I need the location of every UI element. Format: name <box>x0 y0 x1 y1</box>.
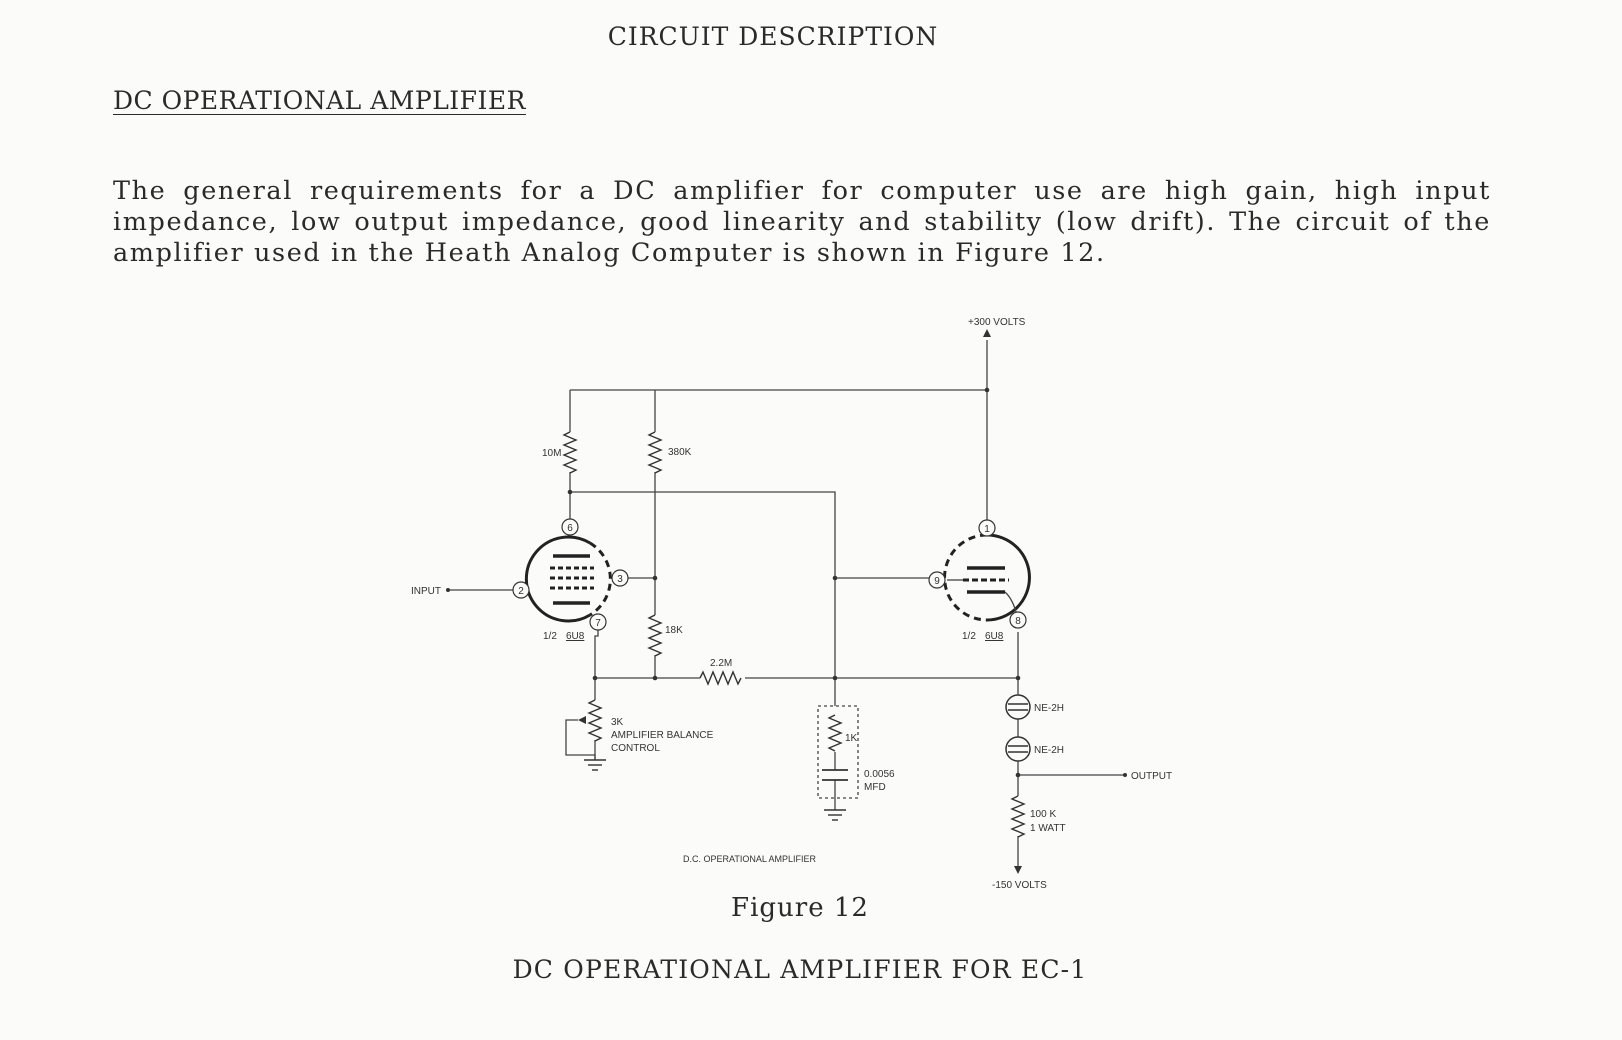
resistor-10m-symbol <box>562 431 578 474</box>
pin-7-label: 7 <box>595 618 601 629</box>
input-terminal <box>446 588 450 592</box>
pin-1-label: 1 <box>984 524 990 535</box>
schematic-title: D.C. OPERATIONAL AMPLIFIER <box>683 854 817 864</box>
wire-wiper <box>565 719 596 760</box>
resistor-380k-label: 380K <box>668 447 692 458</box>
arrow-down-icon <box>1014 866 1022 874</box>
resistor-22m-label: 2.2M <box>710 658 732 669</box>
arrow-up-icon <box>983 329 991 337</box>
figure-label: Figure 12 <box>731 893 869 923</box>
pin-3-label: 3 <box>617 574 623 585</box>
capacitor <box>822 769 848 781</box>
resistor-100k-symbol <box>1010 795 1026 838</box>
balance-control-line1: AMPLIFIER BALANCE <box>611 730 714 741</box>
component-labels: +300 VOLTS INPUT 10M 380K 18K 2.2M 1/2 6… <box>411 317 1172 891</box>
neon-2-label: NE-2H <box>1034 745 1064 756</box>
resistor-1k-symbol <box>827 714 843 752</box>
resistor-22m-symbol <box>699 670 742 686</box>
tube-right-type: 6U8 <box>985 631 1004 642</box>
resistors <box>562 431 1026 838</box>
wire-cathode <box>594 630 599 678</box>
pin-6-label: 6 <box>567 523 573 534</box>
neon-lamps <box>1005 694 1031 762</box>
balance-wiper-arrow <box>578 716 586 724</box>
tube-left-prefix: 1/2 <box>543 631 557 642</box>
resistor-1k-label: 1K <box>845 733 858 744</box>
input-label: INPUT <box>411 586 441 597</box>
pin-2-label: 2 <box>518 586 524 597</box>
figure-caption: DC OPERATIONAL AMPLIFIER FOR EC-1 <box>512 955 1088 984</box>
output-terminal <box>1123 773 1127 777</box>
resistor-18k-symbol <box>647 614 663 657</box>
tube-right <box>943 533 1031 622</box>
pin-9-label: 9 <box>934 576 940 587</box>
capacitor-label-line1: 0.0056 <box>864 769 895 780</box>
tube-right-prefix: 1/2 <box>962 631 976 642</box>
intro-paragraph: The general requirements for a DC amplif… <box>113 176 1491 268</box>
resistor-10m-label: 10M <box>542 448 561 459</box>
resistor-380k-symbol <box>647 431 663 474</box>
tube-left-type: 6U8 <box>566 631 585 642</box>
ground-symbols <box>584 759 846 821</box>
page-heading: CIRCUIT DESCRIPTION <box>607 22 939 51</box>
resistor-3k-label: 3K <box>611 717 624 728</box>
pin-labels: 6 2 3 7 1 9 8 <box>518 523 1021 629</box>
output-label: OUTPUT <box>1131 771 1172 782</box>
pin-8-label: 8 <box>1015 616 1021 627</box>
wire-rc-box <box>817 705 859 799</box>
supply-negative-label: -150 VOLTS <box>992 880 1047 891</box>
wires <box>448 340 1125 870</box>
tube-left <box>524 535 612 623</box>
resistor-100k-label: 100 K <box>1030 809 1056 820</box>
balance-control-line2: CONTROL <box>611 743 660 754</box>
junction-dots <box>567 387 1021 778</box>
resistor-3k-symbol <box>587 699 603 742</box>
pin-markers <box>512 518 1027 631</box>
wire-plate-link <box>570 491 933 579</box>
supply-positive-label: +300 VOLTS <box>968 317 1026 328</box>
capacitor-label-line2: MFD <box>864 782 886 793</box>
resistor-100k-rating: 1 WATT <box>1030 823 1066 834</box>
resistor-18k-label: 18K <box>665 625 683 636</box>
section-heading: DC OPERATIONAL AMPLIFIER <box>113 86 526 115</box>
neon-1-label: NE-2H <box>1034 703 1064 714</box>
